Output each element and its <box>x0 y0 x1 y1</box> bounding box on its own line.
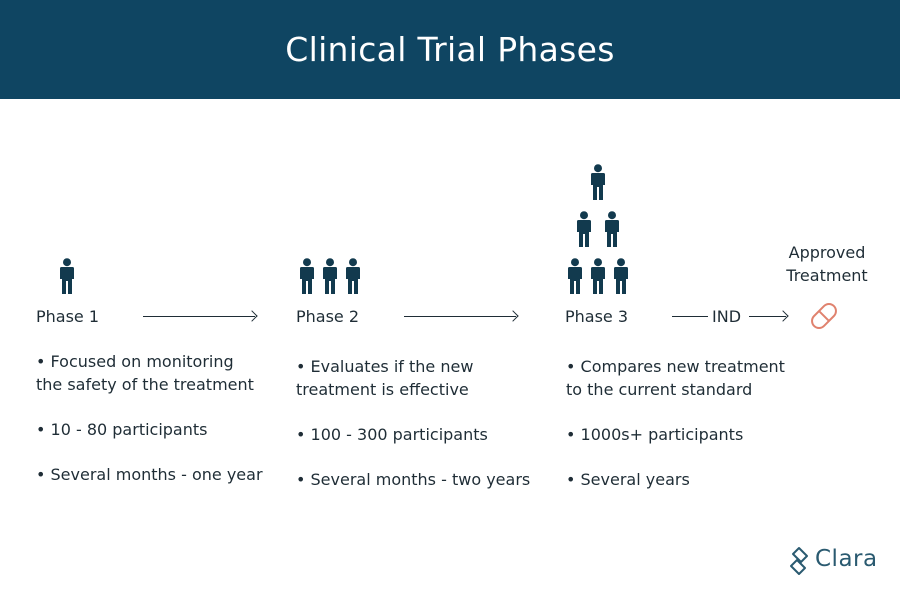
person-icon <box>588 164 608 200</box>
person-icon <box>602 211 622 247</box>
approved-line-2: Treatment <box>786 266 868 285</box>
phase-1-bullet-line: • Several months - one year <box>36 465 263 484</box>
person-icon <box>297 258 317 294</box>
phase-1-bullet-line: • 10 - 80 participants <box>36 420 208 439</box>
arrow-phase2-to-phase3 <box>404 316 516 317</box>
phase-3-bullet-line: • Several years <box>566 470 690 489</box>
person-icon <box>343 258 363 294</box>
phase-3-bullet-line: to the current standard <box>566 380 753 399</box>
brand-name: Clara <box>815 546 878 572</box>
phase-2-bullet-line: treatment is effective <box>296 380 469 399</box>
phase-2-bullet-line: • 100 - 300 participants <box>296 425 488 444</box>
phase-2-bullet-line: • Evaluates if the new <box>296 357 474 376</box>
ind-label: IND <box>712 307 742 326</box>
phase-1-bullet-line: • Focused on monitoring <box>36 352 234 371</box>
approved-line-1: Approved <box>788 243 866 262</box>
phase-1-bullet-line: the safety of the treatment <box>36 375 254 394</box>
header-banner: Clinical Trial Phases <box>0 0 900 99</box>
person-icon <box>565 258 585 294</box>
pill-icon <box>811 303 837 329</box>
person-icon <box>574 211 594 247</box>
approved-treatment-label: Approved Treatment <box>772 241 882 287</box>
phase-2-label: Phase 2 <box>296 307 360 326</box>
person-icon <box>57 258 77 294</box>
person-icon <box>611 258 631 294</box>
clara-logo-icon <box>790 547 808 575</box>
phase-3-bullet-line: • Compares new treatment <box>566 357 785 376</box>
phase-3-label: Phase 3 <box>565 307 629 326</box>
phase-1-label: Phase 1 <box>36 307 100 326</box>
arrow-ind-to-approved <box>749 316 786 317</box>
person-icon <box>320 258 340 294</box>
arrow-phase1-to-phase2 <box>143 316 255 317</box>
phase-3-bullet-line: • 1000s+ participants <box>566 425 744 444</box>
person-icon <box>588 258 608 294</box>
phase-2-bullet-line: • Several months - two years <box>296 470 531 489</box>
connector-line <box>672 316 708 317</box>
page-title: Clinical Trial Phases <box>285 30 615 69</box>
